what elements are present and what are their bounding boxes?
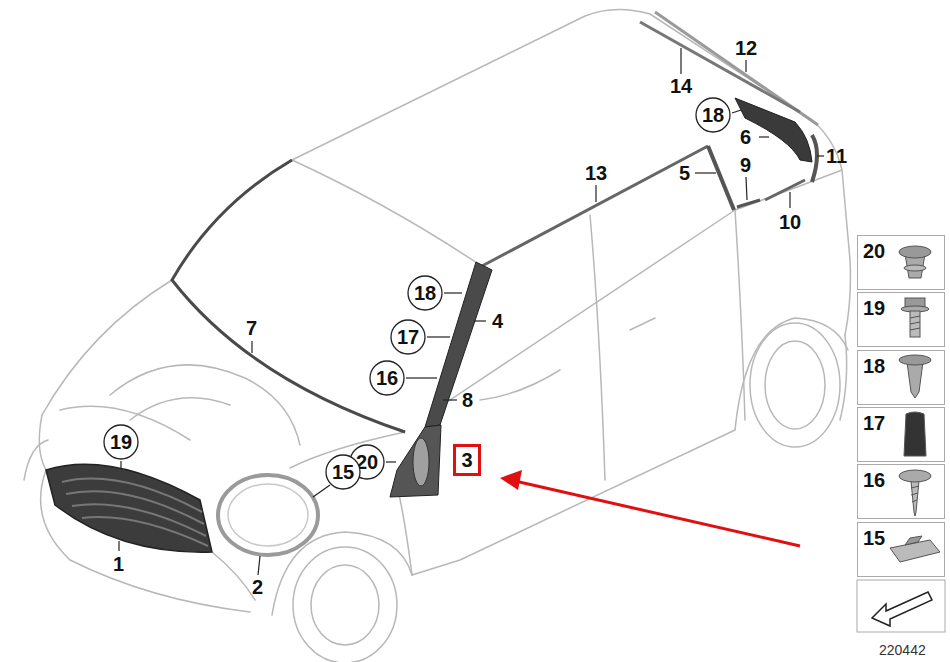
callout-number: 16 (376, 368, 398, 388)
callout-number: 19 (110, 432, 132, 452)
callout-number: 4 (492, 311, 503, 331)
diagram-number: 220442 (879, 643, 926, 657)
highlight-box: 3 (453, 444, 480, 476)
callout-circle: 18 (407, 275, 443, 311)
callout-number: 9 (740, 155, 751, 175)
callout-number: 18 (414, 283, 436, 303)
callout-number: 12 (735, 38, 757, 58)
callout-number: 14 (670, 76, 692, 96)
callout-circle: 15 (325, 454, 361, 490)
callout-circle: 19 (103, 424, 139, 460)
callout-number: 16 (863, 470, 944, 490)
callout-number: 8 (462, 390, 473, 410)
fastener-box: 17 (857, 407, 945, 462)
callout-number: 15 (332, 462, 354, 482)
callout-circle-ring (326, 455, 360, 489)
callout-number: 2 (252, 577, 263, 597)
fastener-box: 18 (857, 350, 945, 405)
callout-circle: 18 (695, 97, 731, 133)
callout-number: 1 (113, 554, 124, 574)
fastener-box: 20 (857, 235, 945, 290)
callout-number: 13 (585, 163, 607, 183)
callout-circle: 16 (369, 360, 405, 396)
callout-number: 6 (740, 127, 751, 147)
callout-number: 15 (863, 528, 944, 548)
callout-circle-ring (696, 98, 730, 132)
callout-number: 7 (246, 318, 257, 338)
callout-circle: 17 (390, 319, 426, 355)
callout-circle-ring (370, 361, 404, 395)
callout-number: 17 (863, 413, 944, 433)
fastener-box: 19 (857, 292, 945, 347)
callout-number: 10 (779, 212, 801, 232)
callout-number: 18 (702, 105, 724, 125)
callout-number: 11 (826, 146, 847, 166)
callout-circle-ring (408, 276, 442, 310)
callout-number: 3 (461, 450, 472, 470)
callout-number: 17 (397, 327, 419, 347)
callout-circle-ring (391, 320, 425, 354)
fastener-box: 15 (857, 522, 945, 577)
fastener-box: 16 (857, 464, 945, 519)
callout-number: 19 (863, 298, 944, 318)
callout-number: 18 (863, 356, 944, 376)
callout-number: 5 (679, 163, 690, 183)
callout-number: 20 (863, 241, 944, 261)
callout-circle-ring (104, 425, 138, 459)
